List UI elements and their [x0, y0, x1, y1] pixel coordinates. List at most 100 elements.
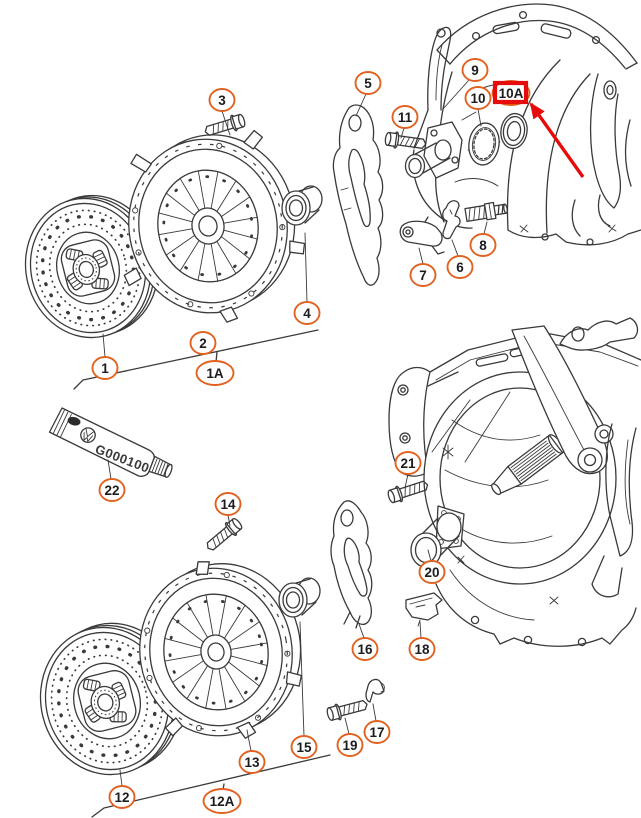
callout-6[interactable]: 6	[446, 255, 474, 279]
svg-text:8: 8	[479, 238, 487, 253]
leader-line-1	[102, 333, 106, 358]
leader-line-8	[483, 221, 488, 235]
svg-text:10: 10	[470, 91, 485, 106]
clutch-disc-12-illustration	[39, 622, 183, 776]
grease-tube-22-illustration: G000100	[48, 407, 173, 478]
input-shaft-illustration	[491, 434, 565, 496]
svg-text:18: 18	[414, 642, 430, 657]
svg-text:11: 11	[398, 110, 413, 125]
bracket-line	[73, 329, 319, 390]
guide-sleeve-top-illustration	[404, 121, 463, 179]
svg-text:1: 1	[101, 361, 109, 376]
svg-text:5: 5	[364, 76, 372, 91]
leader-line-22	[107, 459, 112, 480]
svg-text:17: 17	[369, 725, 384, 740]
shaft-seal-10a-illustration	[500, 112, 528, 150]
callout-3[interactable]: 3	[208, 88, 236, 112]
svg-text:2: 2	[199, 336, 207, 351]
bolt-14-illustration	[202, 515, 245, 556]
callout-10[interactable]: 10	[464, 86, 492, 110]
leader-line-12	[119, 769, 123, 787]
brand-mark-icon	[67, 416, 81, 426]
svg-text:14: 14	[220, 497, 236, 512]
vw-logo-icon	[80, 427, 96, 443]
svg-text:16: 16	[357, 642, 373, 657]
pressure-plate-2-illustration	[123, 129, 306, 323]
svg-text:12A: 12A	[210, 794, 235, 809]
guide-sleeve-20-illustration	[410, 505, 465, 568]
svg-text:10A: 10A	[499, 86, 524, 101]
bolt-21-illustration	[385, 476, 431, 506]
callout-7[interactable]: 7	[409, 263, 437, 287]
highlight-box	[492, 80, 529, 105]
leader-line-15	[299, 621, 305, 737]
callout-13[interactable]: 13	[238, 750, 266, 774]
leader-line-10	[477, 108, 482, 127]
leader-line-17	[372, 703, 377, 722]
svg-text:21: 21	[400, 456, 416, 471]
svg-text:19: 19	[342, 738, 357, 753]
callout-22[interactable]: 22	[98, 478, 126, 502]
fitting-8-illustration	[464, 201, 508, 223]
leader-line-7	[418, 247, 424, 265]
bolt-19-illustration	[325, 695, 370, 724]
callout-16[interactable]: 16	[351, 637, 379, 661]
callout-4[interactable]: 4	[293, 301, 321, 325]
release-bearing-4-illustration	[281, 185, 323, 226]
callout-2[interactable]: 2	[189, 331, 217, 355]
clip-18-illustration	[405, 592, 443, 627]
callout-1A[interactable]: 1A	[195, 360, 235, 386]
callout-12A[interactable]: 12A	[202, 788, 242, 814]
svg-text:20: 20	[424, 565, 439, 580]
leader-line-13	[246, 729, 252, 752]
leader-line-16	[358, 623, 365, 639]
bolt-11-illustration	[383, 129, 428, 153]
leader-line-4	[304, 232, 308, 303]
svg-text:22: 22	[104, 483, 119, 498]
release-bearing-15-illustration	[278, 577, 321, 618]
clip-6-illustration	[442, 200, 461, 240]
clip-17-illustration	[365, 678, 385, 703]
svg-text:9: 9	[471, 63, 479, 78]
highlight-arrow	[529, 102, 585, 178]
svg-text:3: 3	[218, 93, 226, 108]
lever-7-illustration	[399, 216, 445, 255]
clutch-disc-1-illustration	[24, 194, 159, 339]
callout-17[interactable]: 17	[363, 720, 391, 744]
callout-19[interactable]: 19	[336, 733, 364, 757]
svg-text:15: 15	[296, 740, 312, 755]
leader-line-11	[400, 127, 405, 139]
callout-9[interactable]: 9	[461, 58, 489, 82]
gearbox-housing-illustration	[388, 317, 641, 647]
release-fork-16-illustration	[330, 500, 373, 629]
callout-11[interactable]: 11	[391, 105, 419, 129]
release-plate-5-illustration	[332, 104, 384, 286]
leader-line-3	[221, 110, 231, 136]
o-ring-9-illustration	[468, 122, 500, 166]
svg-text:1A: 1A	[206, 366, 224, 381]
leader-line-14	[227, 514, 231, 527]
leader-line-19	[344, 717, 350, 735]
svg-text:12: 12	[114, 790, 129, 805]
leader-line-20	[427, 549, 432, 562]
leader-line-9	[442, 79, 470, 110]
leader-line-6	[451, 239, 459, 257]
callout-5[interactable]: 5	[354, 71, 382, 95]
leader-line-18	[419, 621, 422, 639]
callout-14[interactable]: 14	[214, 492, 242, 516]
leader-line-21	[404, 473, 409, 489]
callout-8[interactable]: 8	[469, 233, 497, 257]
callout-1[interactable]: 1	[91, 356, 119, 380]
callout-21[interactable]: 21	[394, 451, 422, 475]
svg-text:7: 7	[419, 268, 427, 283]
svg-text:6: 6	[456, 260, 464, 275]
pressure-plate-13-illustration	[139, 561, 303, 739]
callout-15[interactable]: 15	[290, 735, 318, 759]
svg-text:4: 4	[303, 306, 311, 321]
callout-18[interactable]: 18	[408, 637, 436, 661]
callout-20[interactable]: 20	[418, 560, 446, 584]
callout-12[interactable]: 12	[108, 785, 136, 809]
